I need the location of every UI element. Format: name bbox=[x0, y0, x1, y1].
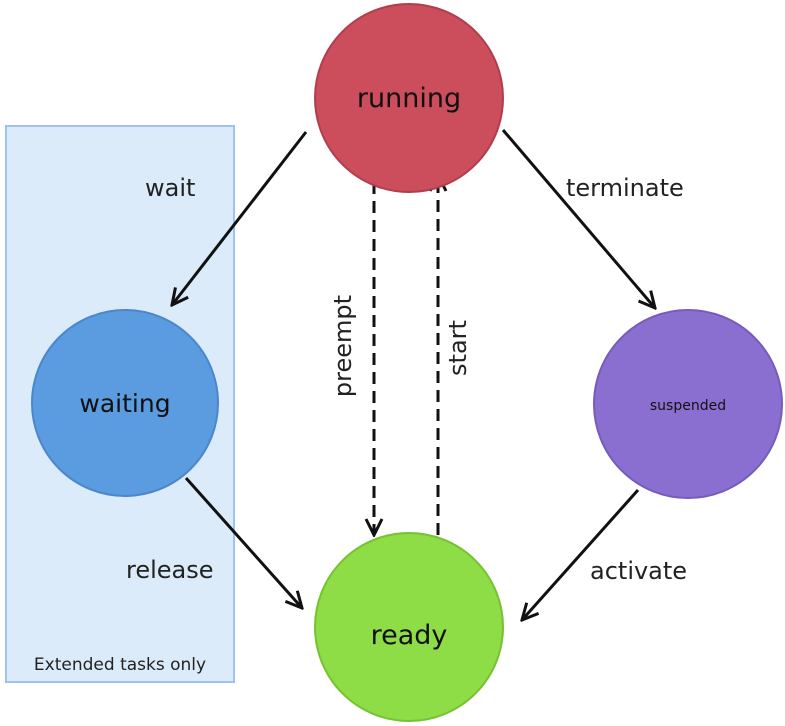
release-arrow bbox=[184, 477, 302, 608]
running-circle bbox=[314, 3, 504, 193]
release-label: release bbox=[126, 556, 214, 584]
suspended-circle bbox=[593, 309, 783, 499]
preempt-label: preempt bbox=[329, 295, 357, 397]
terminate-arrow bbox=[501, 129, 655, 308]
ready-label: ready bbox=[371, 620, 448, 651]
state-waiting: waiting bbox=[31, 309, 219, 497]
waiting-circle bbox=[31, 309, 219, 497]
state-suspended: suspended bbox=[593, 309, 783, 499]
activate-label: activate bbox=[590, 557, 687, 585]
suspended-label: suspended bbox=[650, 398, 726, 414]
running-label: running bbox=[357, 83, 461, 114]
activate-arrow bbox=[522, 489, 640, 620]
state-ready: ready bbox=[314, 532, 504, 722]
terminate-label: terminate bbox=[566, 174, 684, 202]
state-running: running bbox=[314, 3, 504, 193]
ready-circle bbox=[314, 532, 504, 722]
wait-label: wait bbox=[145, 174, 195, 202]
wait-arrow bbox=[172, 131, 308, 305]
waiting-label: waiting bbox=[79, 389, 170, 418]
extended-tasks-label: Extended tasks only bbox=[34, 655, 206, 675]
start-label: start bbox=[444, 320, 472, 376]
